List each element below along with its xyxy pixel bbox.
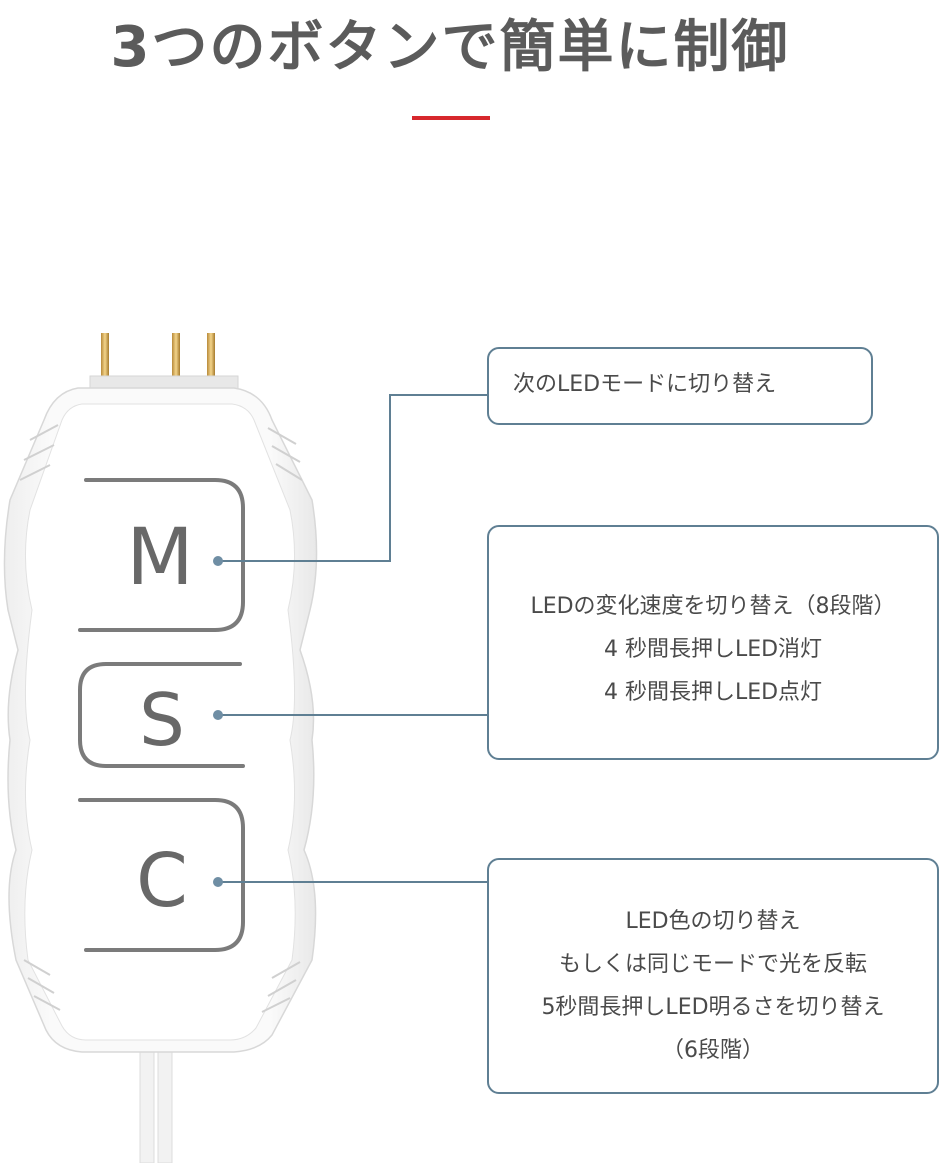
s-button-callout: LEDの変化速度を切り替え（8段階） 4 秒間長押しLED消灯 4 秒間長押しL…: [487, 525, 939, 760]
m-button-letter[interactable]: M: [126, 513, 193, 603]
s-button-letter[interactable]: S: [139, 678, 185, 762]
title-accent-rule: [412, 116, 490, 120]
callout-line: （6段階）: [662, 1038, 764, 1063]
callout-line: LED色の切り替え: [625, 909, 801, 934]
callout-line: 4 秒間長押しLED消灯: [603, 637, 823, 662]
callout-line: もしくは同じモードで光を反転: [558, 952, 867, 977]
s-button-outline: [78, 662, 245, 768]
page-title: 3つのボタンで簡単に制御: [110, 15, 790, 80]
callout-line: 4 秒間長押しLED点灯: [603, 680, 823, 705]
c-leader-dot: [213, 877, 223, 887]
m-leader-line: [218, 394, 487, 562]
c-button-letter[interactable]: C: [136, 838, 188, 924]
m-button-outline: [78, 478, 245, 632]
callout-line: 5秒間長押しLED明るさを切り替え: [541, 995, 885, 1020]
callout-line: LEDの変化速度を切り替え（8段階）: [530, 594, 896, 619]
m-leader-dot: [213, 556, 223, 566]
cable: [139, 1029, 173, 1163]
c-button-callout: LED色の切り替え もしくは同じモードで光を反転 5秒間長押しLED明るさを切り…: [487, 858, 939, 1094]
connector-pins: [89, 333, 239, 391]
callout-line: 次のLEDモードに切り替え: [513, 372, 777, 397]
c-button-outline: [78, 798, 245, 952]
side-vents: [19, 424, 303, 1013]
m-button-callout: 次のLEDモードに切り替え: [487, 347, 873, 425]
s-leader-dot: [213, 710, 223, 720]
